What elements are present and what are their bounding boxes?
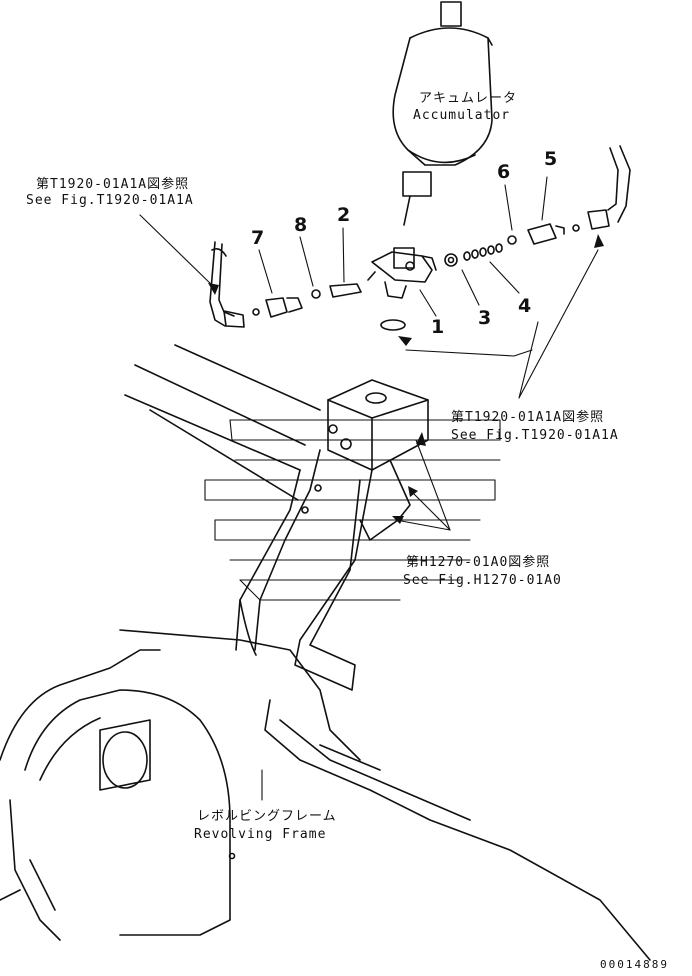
ref-right-jp: 第T1920-01A1A図参照 bbox=[451, 410, 605, 425]
mounting-bracket bbox=[294, 379, 429, 691]
callout-1: 1 bbox=[431, 316, 445, 338]
frame-label-en: Revolving Frame bbox=[194, 827, 327, 842]
frame-mark bbox=[228, 852, 236, 860]
callout-5: 5 bbox=[544, 148, 558, 170]
ref-right-en: See Fig.T1920-01A1A bbox=[451, 428, 619, 443]
left-tube-assembly bbox=[209, 241, 362, 328]
revolving-frame-part bbox=[0, 629, 651, 961]
callout-2: 2 bbox=[337, 204, 351, 226]
accumulator-label-jp: アキュムレータ bbox=[419, 91, 518, 106]
ref-left-jp: 第T1920-01A1A図参照 bbox=[36, 177, 190, 192]
frame-label-jp: レボルビングフレーム bbox=[197, 809, 337, 824]
drawing-id: 00014889 bbox=[600, 958, 669, 971]
accumulator-label-en: Accumulator bbox=[413, 108, 511, 123]
callout-6: 6 bbox=[497, 161, 511, 183]
ref-bracket-en: See Fig.H1270-01A0 bbox=[403, 573, 562, 588]
hatched-area bbox=[204, 419, 501, 601]
arrowheads bbox=[208, 234, 604, 524]
o-ring bbox=[380, 319, 406, 331]
ref-left-en: See Fig.T1920-01A1A bbox=[26, 193, 194, 208]
callout-8: 8 bbox=[294, 214, 308, 236]
leader-lines bbox=[139, 176, 599, 801]
frame-beams bbox=[124, 344, 321, 656]
callout-7: 7 bbox=[251, 227, 265, 249]
callout-3: 3 bbox=[478, 307, 492, 329]
right-tube-assembly bbox=[444, 145, 631, 267]
accumulator-part bbox=[392, 1, 493, 226]
callout-4: 4 bbox=[518, 295, 532, 317]
tee-valve-part-1 bbox=[367, 247, 437, 299]
ref-bracket-jp: 第H1270-01A0図参照 bbox=[406, 555, 551, 570]
